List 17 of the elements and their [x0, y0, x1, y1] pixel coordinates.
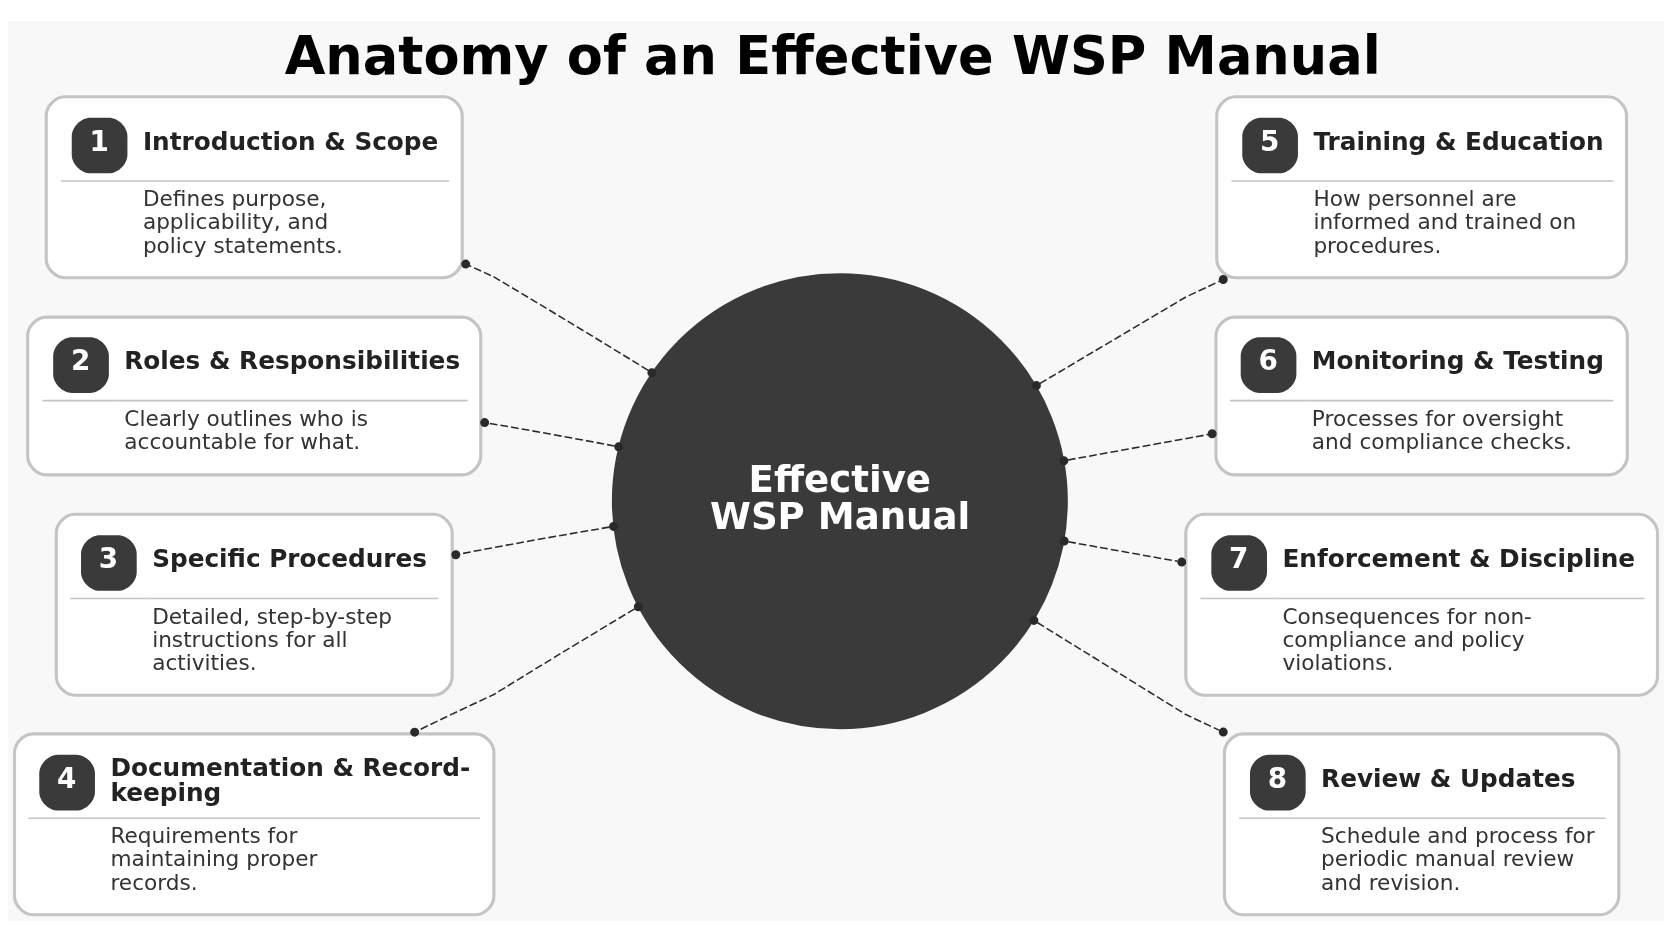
connector	[1059, 536, 1187, 567]
node-box: 7 Enforcement & Discipline Consequences for non-compliance and policy violations.	[1184, 512, 1659, 697]
node-box: 3 Specific Procedures Detailed, step-by-step instructions for all activities.	[54, 512, 454, 697]
node-box: 6 Monitoring & Testing Processes for oversight and compliance checks.	[1214, 315, 1629, 476]
connector	[1031, 274, 1228, 390]
connector	[1059, 428, 1217, 465]
connector	[410, 601, 643, 737]
connector	[1029, 615, 1228, 737]
node-box: 2 Roles & Responsibilities Clearly outlines who is accountable for what.	[26, 315, 483, 476]
connector	[451, 521, 618, 559]
node-box: 8 Review & Updates Schedule and process for periodic manual review and revision.	[1222, 731, 1621, 916]
diagram-title: Anatomy of an Effective WSP Manual	[284, 24, 1381, 86]
node-box: 1 Introduction & Scope Defines purpose, applicability, and policy statements.	[44, 94, 464, 279]
node-box: 4 Documentation & Record-keeping Requirements for maintaining proper records.	[13, 731, 496, 916]
node-box: 5 Training & Education How personnel are informed and trained on procedures.	[1215, 94, 1629, 279]
connector	[461, 259, 657, 377]
connector	[480, 417, 624, 451]
